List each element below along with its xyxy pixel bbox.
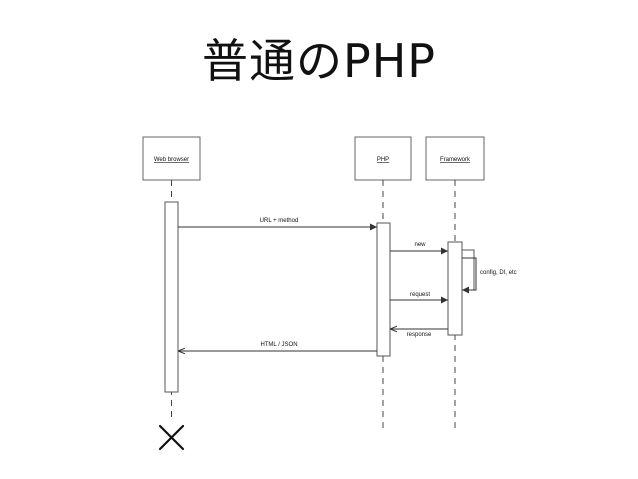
message-url-method-label: URL + method — [260, 218, 299, 224]
message-response-label: response — [407, 332, 432, 338]
message-new-label: new — [414, 242, 426, 248]
participant-framework: Framework — [425, 136, 485, 181]
participant-php: PHP — [354, 136, 412, 181]
activation-framework-self — [461, 249, 475, 291]
activation-web-browser — [164, 201, 179, 393]
message-config-label: config, DI, etc — [480, 270, 517, 276]
activation-framework — [447, 241, 463, 336]
participant-label: Framework — [440, 157, 471, 163]
activation-php — [376, 222, 391, 357]
destroy-x-icon — [158, 424, 185, 451]
message-request-label: request — [410, 292, 430, 298]
slide-title: 普通のPHP — [201, 34, 437, 88]
participant-label: PHP — [377, 157, 389, 163]
message-html-json-label: HTML / JSON — [260, 342, 297, 348]
participant-web-browser: Web browser — [142, 136, 201, 181]
participant-label: Web browser — [154, 157, 189, 163]
message-config-arrow — [462, 257, 477, 294]
